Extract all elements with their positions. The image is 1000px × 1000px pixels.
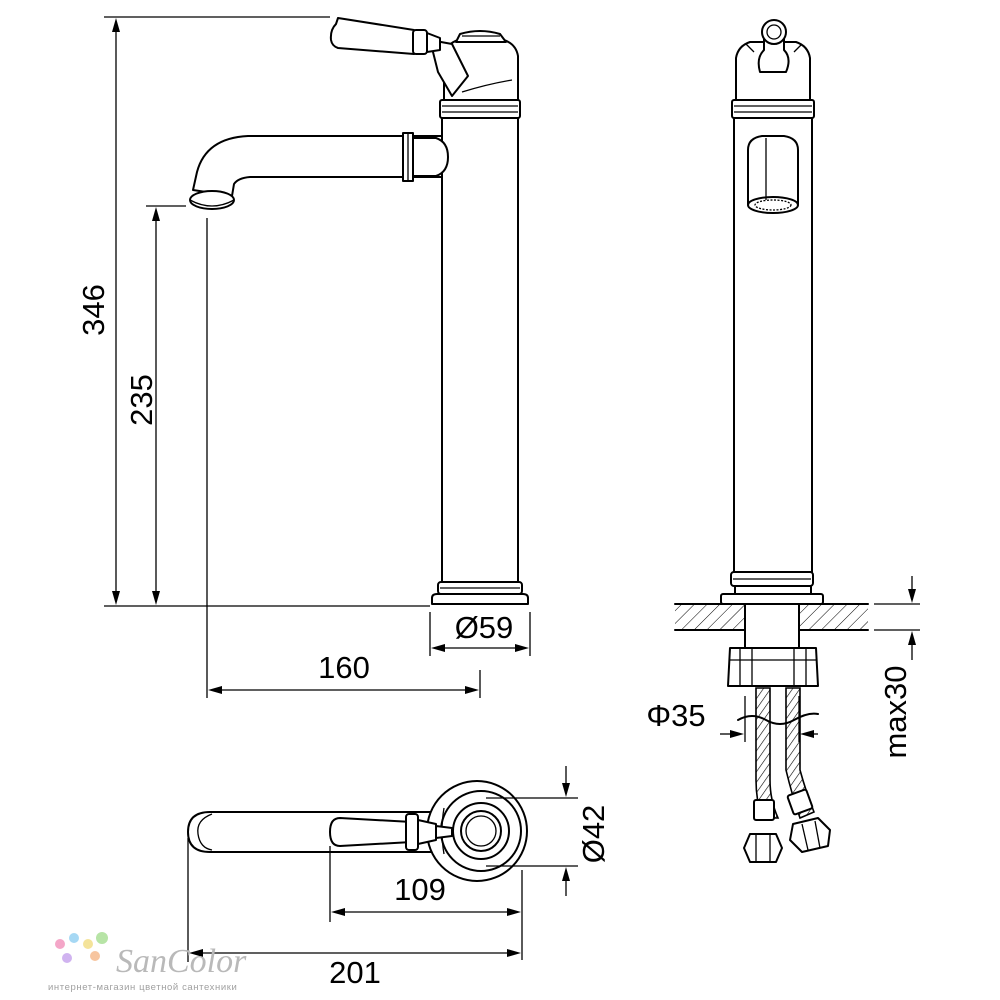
dim-spout-reach: 160 <box>318 650 370 685</box>
top-lever-collar <box>405 813 419 851</box>
fitting-nut-left <box>743 833 783 863</box>
dim-total-length: 201 <box>329 955 381 990</box>
base-plate <box>431 593 529 605</box>
top-dimensions: Ø42 109 201 <box>187 766 611 990</box>
fitting-nut-right <box>789 817 831 853</box>
dim-total-height: 346 <box>76 284 111 336</box>
mount-nut <box>727 647 819 687</box>
dim-top-diameter: Ø42 <box>576 805 611 864</box>
top-collar <box>439 99 521 119</box>
logo-dot-1 <box>55 939 65 949</box>
countertop-right <box>800 604 868 630</box>
top-lever-handle <box>329 817 413 847</box>
side-dimensions: Φ35 max30 <box>646 576 920 759</box>
hose-left <box>755 687 780 819</box>
logo-dot-3 <box>83 939 93 949</box>
logo-dot-4 <box>96 932 108 944</box>
logo-dot-5 <box>62 953 72 963</box>
logo-name: SanColor <box>116 943 247 980</box>
lever-collar <box>412 29 428 55</box>
sancolor-logo: SanColor интернет-магазин цветной сантех… <box>48 932 247 993</box>
side-top-collar <box>731 99 815 119</box>
mount-shank <box>744 603 800 651</box>
logo-tagline: интернет-магазин цветной сантехники <box>48 982 237 993</box>
top-cap-inner <box>460 810 502 852</box>
body-column <box>441 117 519 583</box>
countertop-left <box>675 604 745 630</box>
lever-handle <box>329 17 415 55</box>
side-spout <box>747 135 799 205</box>
top-view <box>187 780 528 882</box>
dim-max-thickness: max30 <box>878 665 913 758</box>
dim-mount-diameter: Φ35 <box>646 698 705 733</box>
dim-handle-offset: 109 <box>394 872 446 907</box>
dim-base-diameter: Ø59 <box>455 610 514 645</box>
side-base-plate <box>720 593 824 605</box>
logo-dot-6 <box>90 951 100 961</box>
front-dimensions: 346 235 Ø59 160 <box>76 16 531 698</box>
side-view <box>674 19 869 863</box>
dim-spout-height: 235 <box>124 374 159 426</box>
lever-neck <box>429 39 469 97</box>
side-lever-knob <box>761 19 787 45</box>
front-view <box>189 17 529 605</box>
logo-dot-2 <box>69 933 79 943</box>
spout-nose <box>412 137 449 177</box>
